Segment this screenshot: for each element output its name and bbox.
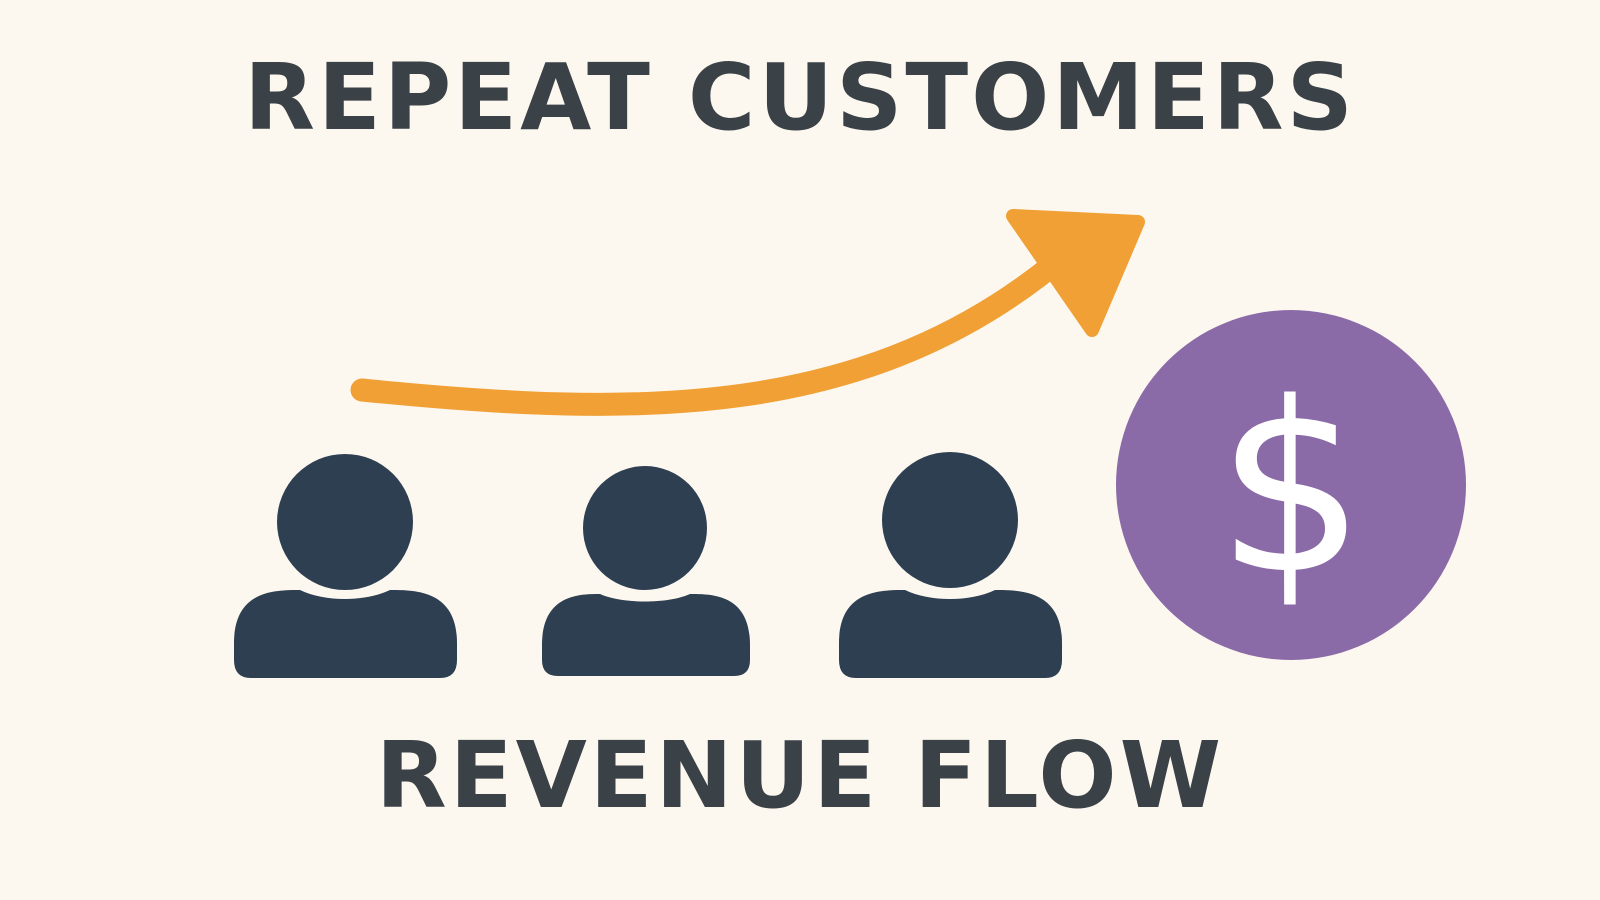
customer-group xyxy=(234,452,1062,678)
trend-up-arrow-icon xyxy=(350,209,1145,416)
dollar-symbol: $ xyxy=(1216,353,1366,626)
dollar-coin-icon: $ xyxy=(1116,310,1466,660)
person-icon xyxy=(234,454,457,678)
title-revenue-flow: REVENUE FLOW xyxy=(375,722,1225,829)
person-icon xyxy=(839,452,1062,678)
person-icon xyxy=(542,466,750,676)
title-repeat-customers: REPEAT CUSTOMERS xyxy=(244,44,1356,151)
